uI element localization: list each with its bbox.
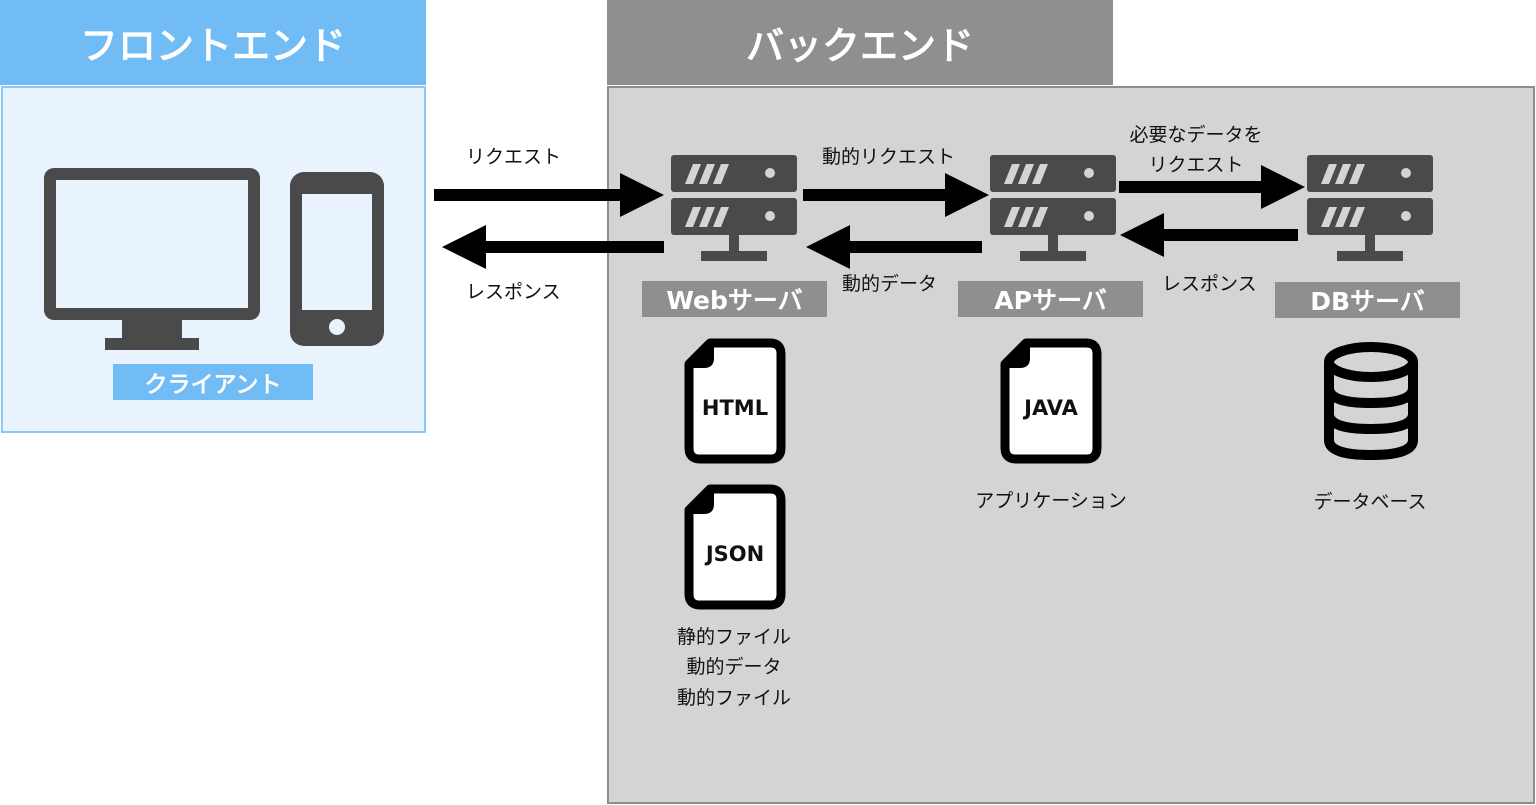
web-caption-line2: 動的データ (686, 656, 782, 678)
response-arrow (442, 225, 664, 269)
web-caption-line1: 静的ファイル (676, 626, 791, 648)
db-request-label-line1: 必要なデータを (1129, 124, 1263, 146)
ap-server-icon (990, 155, 1116, 261)
client-label: クライアント (113, 364, 313, 400)
db-caption: データベース (1313, 491, 1427, 513)
dynamic-data-arrow (806, 225, 982, 269)
db-request-label-line2: リクエスト (1148, 154, 1244, 176)
backend-title: バックエンド (607, 0, 1113, 85)
monitor-icon (44, 168, 260, 350)
response-label: レスポンス (466, 281, 561, 303)
web-server-label: Webサーバ (642, 281, 827, 317)
dynamic-data-label: 動的データ (842, 273, 938, 295)
database-icon (1324, 342, 1418, 461)
json-file-label: JSON (705, 542, 765, 566)
ap-caption: アプリケーション (975, 490, 1127, 512)
db-response-label: レスポンス (1162, 273, 1257, 295)
json-file-icon (684, 484, 786, 610)
html-file-icon (684, 338, 786, 464)
db-request-arrow (1119, 165, 1305, 209)
frontend-title: フロントエンド (0, 0, 426, 85)
request-label: リクエスト (466, 146, 562, 168)
dynamic-request-arrow (803, 173, 989, 217)
java-file-label: JAVA (1024, 396, 1078, 420)
db-server-label: DBサーバ (1275, 282, 1460, 318)
ap-server-label: APサーバ (958, 281, 1143, 317)
html-file-label: HTML (701, 396, 769, 420)
db-response-arrow (1120, 213, 1298, 257)
java-file-icon (1000, 338, 1102, 464)
db-server-icon (1307, 155, 1433, 261)
web-caption-line3: 動的ファイル (676, 687, 791, 709)
smartphone-icon (290, 172, 384, 346)
web-server-icon (671, 155, 797, 261)
request-arrow (434, 173, 664, 217)
dynamic-request-label: 動的リクエスト (822, 146, 956, 168)
